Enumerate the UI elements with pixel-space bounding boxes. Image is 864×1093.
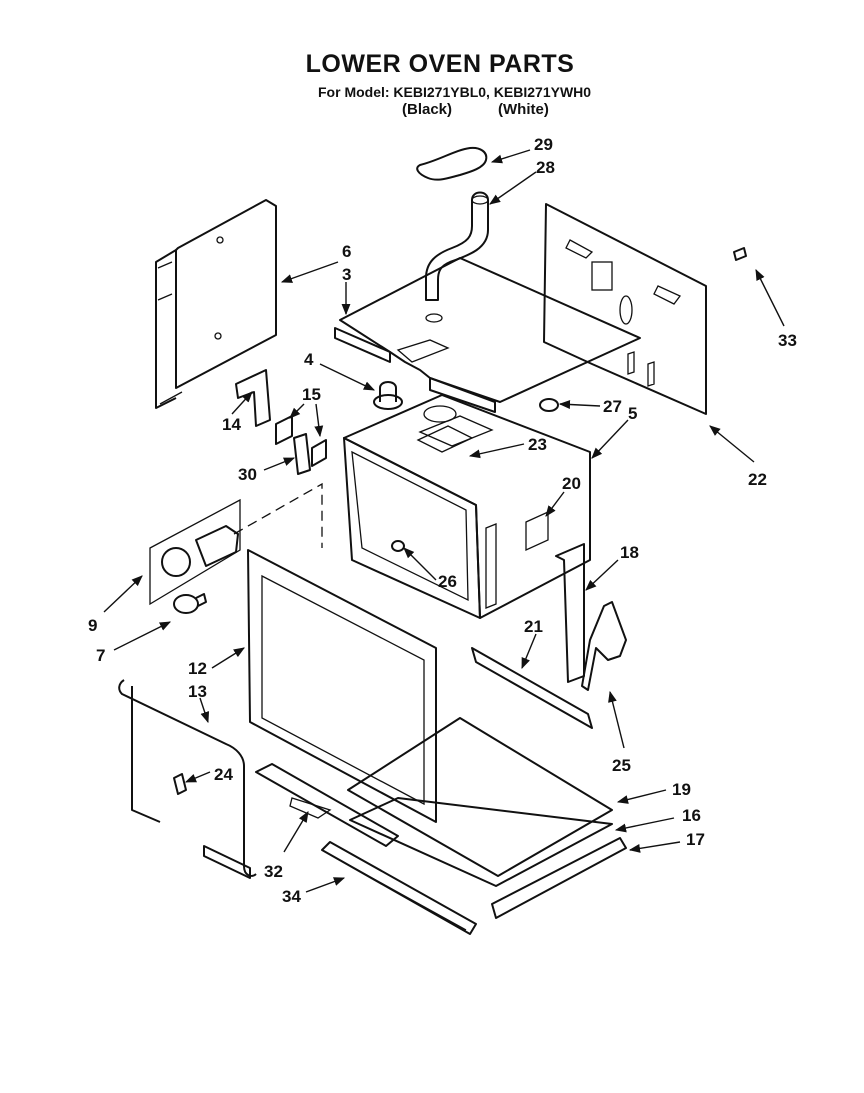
light-assembly-9: [149, 498, 241, 606]
color-label-black: (Black): [402, 101, 453, 118]
callout-24: 24: [214, 765, 233, 784]
color-label-white: (White): [498, 101, 549, 118]
hinge-25: [581, 601, 627, 691]
leader-19: [616, 789, 667, 804]
leader-6: [280, 261, 339, 283]
leader-17: [628, 841, 681, 853]
leader-33: [755, 268, 785, 327]
leader-4: [319, 363, 376, 391]
leader-20: [545, 491, 565, 517]
door-gasket-13: [118, 679, 257, 879]
leader-21: [521, 633, 537, 670]
callout-15: 15: [302, 385, 321, 404]
page-title: LOWER OVEN PARTS: [305, 50, 575, 78]
clip-33: [733, 247, 747, 261]
model-numbers: For Model: KEBI271YBL0, KEBI271YWH0: [318, 84, 592, 100]
back-panel-22: [543, 203, 707, 415]
callout-33: 33: [778, 331, 797, 350]
leader-5: [591, 419, 629, 459]
callout-16: 16: [682, 806, 701, 825]
callout-26: 26: [438, 572, 457, 591]
bracket-14: [235, 369, 271, 427]
side-bracket-18: [555, 543, 585, 683]
callout-13: 13: [188, 682, 207, 701]
oven-cavity-5: [343, 394, 591, 619]
leader-15b: [314, 403, 324, 438]
callout-4: 4: [304, 350, 314, 369]
callout-12: 12: [188, 659, 207, 678]
callout-9: 9: [88, 616, 97, 635]
leader-15a: [289, 403, 305, 419]
leader-28: [489, 171, 537, 205]
vent-tube-29: [416, 146, 488, 181]
gasket-4: [373, 381, 403, 410]
callout-20: 20: [562, 474, 581, 493]
leader-26: [403, 547, 437, 581]
callout-6: 6: [342, 242, 351, 261]
leader-34: [305, 877, 346, 893]
callout-27: 27: [603, 397, 622, 416]
gasket-23: [416, 425, 474, 453]
callout-29: 29: [534, 135, 553, 154]
leader-13: [199, 697, 210, 724]
vent-grille-32: [255, 763, 399, 847]
leader-24: [184, 771, 211, 783]
leader-12: [211, 647, 245, 669]
front-frame-12: [247, 549, 437, 823]
leader-32: [283, 811, 309, 853]
bottom-panel-19: [347, 717, 613, 877]
leader-30: [263, 457, 296, 471]
leader-9: [103, 575, 143, 613]
light-guide-line: [233, 482, 323, 548]
callout-7: 7: [96, 646, 105, 665]
callout-18: 18: [620, 543, 639, 562]
callout-34: 34: [282, 887, 301, 906]
rail-21: [471, 647, 593, 729]
light-bulb-7: [173, 593, 207, 614]
callout-3: 3: [342, 265, 351, 284]
leader-7: [113, 621, 172, 651]
leader-16: [614, 817, 675, 833]
callout-17: 17: [686, 830, 705, 849]
clip-24: [173, 773, 187, 795]
callout-23: 23: [528, 435, 547, 454]
switch-30: [293, 433, 311, 475]
leader-29: [490, 149, 531, 164]
leader-27: [558, 400, 601, 409]
bracket-15: [275, 415, 327, 467]
callout-5: 5: [628, 404, 637, 423]
callout-22: 22: [748, 470, 767, 489]
top-panel-3: [334, 257, 641, 413]
callout-30: 30: [238, 465, 257, 484]
callout-21: 21: [524, 617, 543, 636]
plug-27: [539, 398, 559, 412]
leader-18: [585, 559, 619, 591]
callout-14: 14: [222, 415, 241, 434]
front-trim-17: [491, 837, 627, 919]
leader-23: [468, 443, 525, 459]
callout-25: 25: [612, 756, 631, 775]
kick-plate-34: [321, 841, 477, 935]
vent-tube-28: [425, 191, 489, 301]
callout-28: 28: [536, 158, 555, 177]
side-panel-6: [155, 199, 277, 409]
bottom-tray-16: [349, 797, 613, 887]
leader-25: [608, 690, 625, 749]
leader-22: [709, 425, 755, 463]
leader-14: [231, 391, 253, 415]
callout-32: 32: [264, 862, 283, 881]
callout-19: 19: [672, 780, 691, 799]
